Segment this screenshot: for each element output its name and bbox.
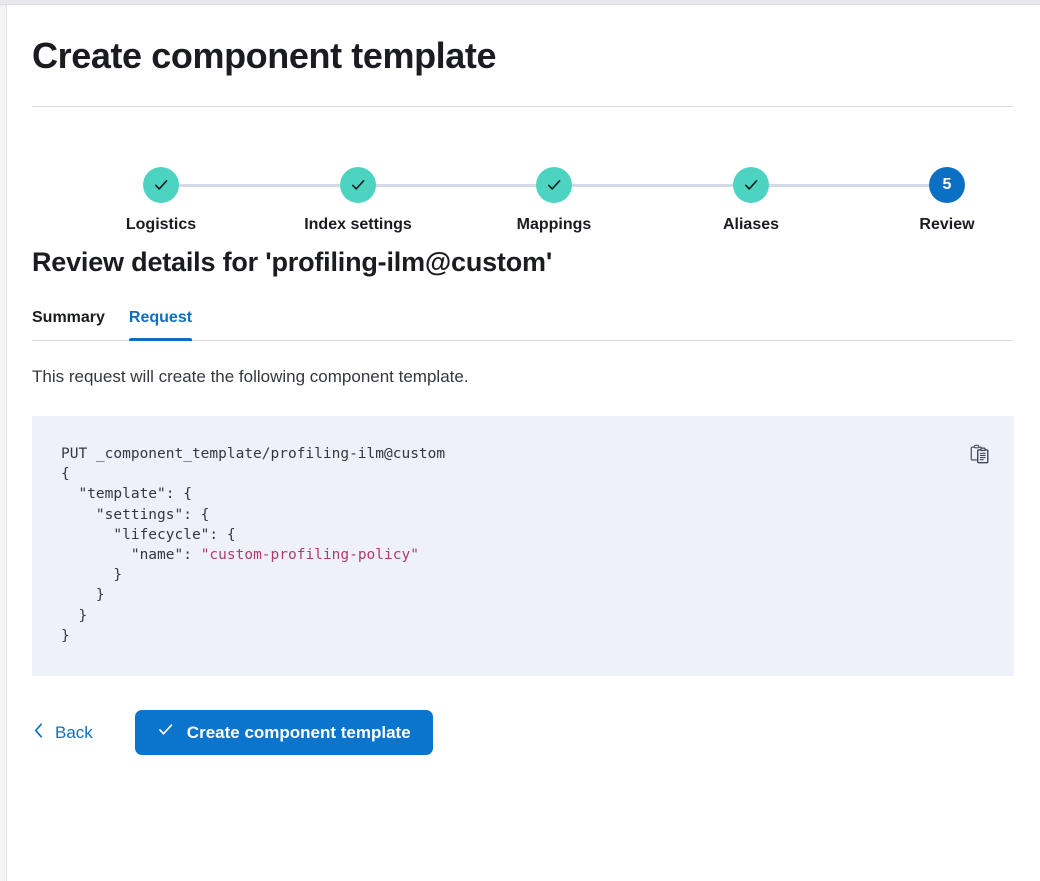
step-label-logistics: Logistics [125,216,197,233]
review-tabs: Summary Request [32,309,1013,341]
tab-summary[interactable]: Summary [32,309,105,340]
step-label-mappings: Mappings [516,216,592,233]
request-code-text: PUT _component_template/profiling-ilm@cu… [61,446,446,644]
chevron-left-icon [32,722,45,744]
back-button-label: Back [55,722,93,742]
step-aliases[interactable]: Aliases [671,153,831,234]
step-label-aliases: Aliases [722,216,780,233]
check-icon [350,177,367,194]
create-button-label: Create component template [186,722,411,742]
step-status-badge-index-settings [340,167,376,203]
step-connector-2 [350,184,546,187]
step-label-index-settings: Index settings [304,216,412,233]
step-status-badge-logistics [143,167,179,203]
review-heading: Review details for 'profiling-ilm@custom… [32,247,553,277]
wizard-actions: Back Create component template [32,710,1016,755]
check-icon [153,177,170,194]
check-icon [157,721,175,744]
page-content: Create component template Logistics [8,6,1040,755]
check-icon [743,177,760,194]
back-button[interactable]: Back [32,722,93,744]
header-divider [32,106,1013,107]
tab-request[interactable]: Request [128,309,193,341]
step-connector-1 [153,184,350,187]
check-icon [546,177,563,194]
step-mappings[interactable]: Mappings [474,153,634,234]
step-connector-3 [546,184,743,187]
step-review[interactable]: 5 Review [867,153,1027,234]
step-number-review: 5 [942,176,952,193]
page-title: Create component template [32,35,497,76]
step-status-badge-mappings [536,167,572,203]
request-description: This request will create the following c… [32,367,469,386]
step-label-review: Review [919,216,975,233]
step-status-badge-review: 5 [929,167,965,203]
step-connector-4 [743,184,939,187]
step-logistics[interactable]: Logistics [81,153,241,234]
browser-chrome-top-strip [0,0,1040,5]
create-component-template-button[interactable]: Create component template [134,710,433,755]
page-body: Create component template Logistics [8,6,1040,881]
step-status-badge-aliases [733,167,769,203]
clipboard-copy-icon[interactable] [968,442,992,466]
request-code-block: PUT _component_template/profiling-ilm@cu… [32,416,1014,676]
browser-chrome-left-strip [0,5,7,881]
step-index-settings[interactable]: Index settings [278,153,438,234]
wizard-stepper: Logistics Index settings [32,153,1013,245]
